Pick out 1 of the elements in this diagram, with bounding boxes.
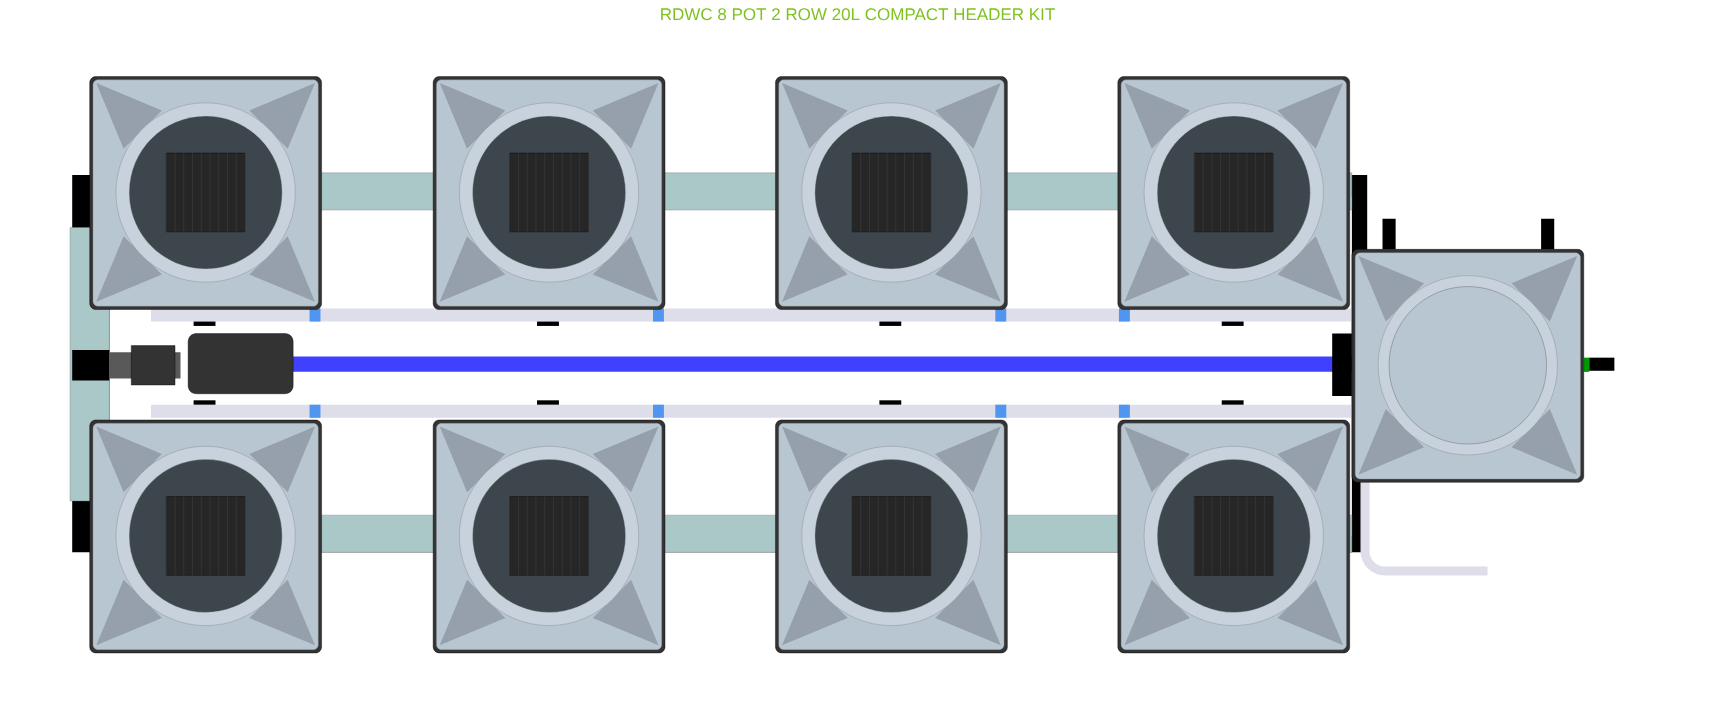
- title: RDWC 8 POT 2 ROW 20L COMPACT HEADER KIT: [661, 8, 1055, 21]
